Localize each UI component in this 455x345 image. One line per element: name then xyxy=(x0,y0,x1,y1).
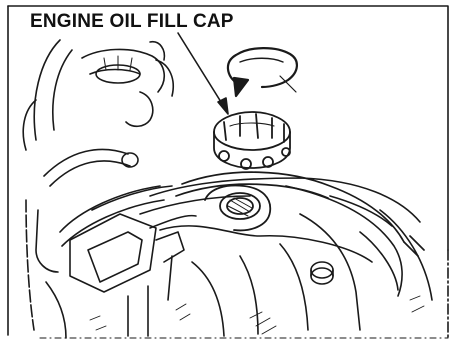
oil-fill-cap xyxy=(214,112,290,169)
oil-filler-opening xyxy=(205,186,270,231)
manifold-block xyxy=(70,214,196,336)
left-hoses xyxy=(26,149,172,338)
rotation-arrow-icon xyxy=(228,48,297,96)
cover-bolt xyxy=(311,262,333,284)
upper-left-components xyxy=(23,40,173,150)
engine-body xyxy=(140,178,432,336)
detail-hatching xyxy=(90,296,424,334)
leader-arrow xyxy=(178,33,228,114)
callout-label: ENGINE OIL FILL CAP xyxy=(30,12,234,31)
